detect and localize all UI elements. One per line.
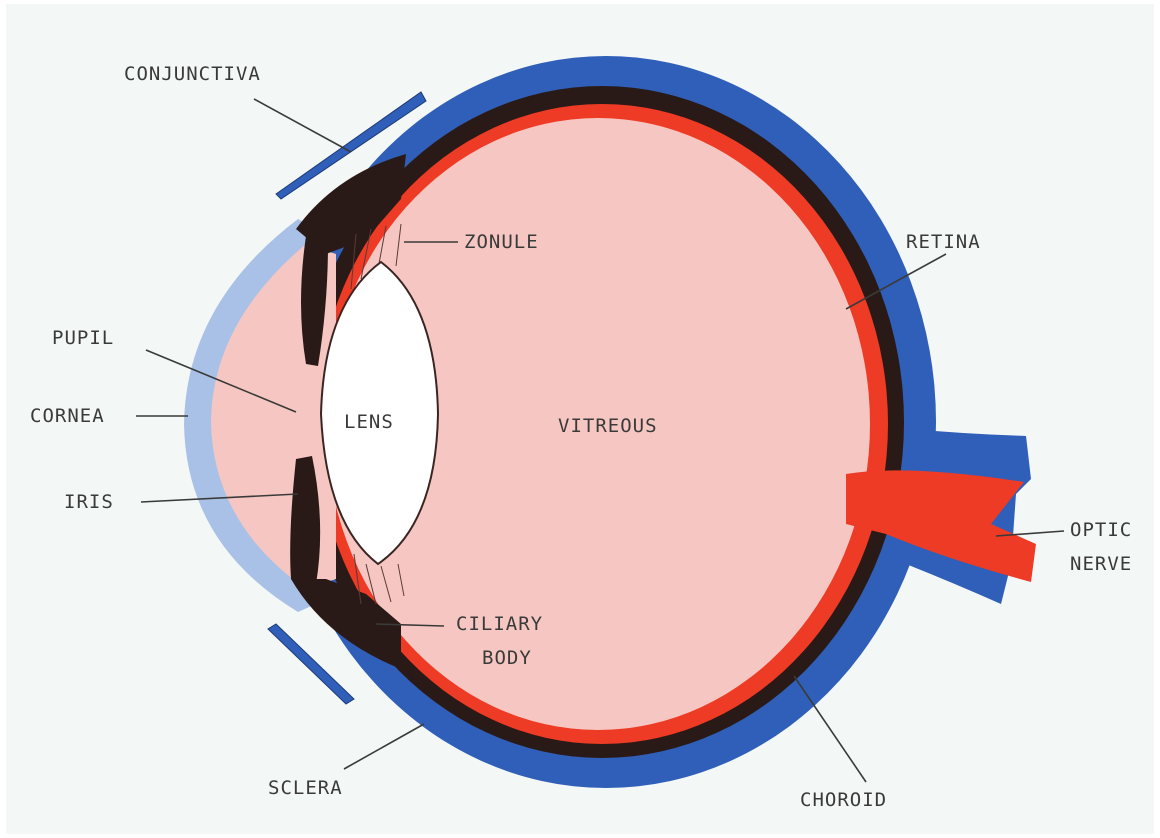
- leader-sclera: [344, 724, 424, 769]
- label-vitreous: VITREOUS: [558, 414, 658, 438]
- label-iris: IRIS: [64, 490, 114, 514]
- label-body: BODY: [482, 646, 532, 670]
- label-optic: OPTIC: [1070, 518, 1132, 542]
- label-choroid: CHOROID: [800, 788, 887, 812]
- label-zonule: ZONULE: [464, 230, 539, 254]
- diagram-frame: CONJUNCTIVA ZONULE RETINA PUPIL CORNEA L…: [6, 4, 1154, 834]
- label-conjunctiva: CONJUNCTIVA: [124, 62, 261, 86]
- leader-choroid: [794, 676, 866, 782]
- label-sclera: SCLERA: [268, 776, 343, 800]
- leader-conjunctiva: [254, 99, 351, 152]
- label-lens: LENS: [344, 410, 394, 434]
- label-cornea: CORNEA: [30, 404, 105, 428]
- label-ciliary: CILIARY: [456, 612, 543, 636]
- label-nerve: NERVE: [1070, 552, 1132, 576]
- label-pupil: PUPIL: [52, 326, 114, 350]
- label-retina: RETINA: [906, 230, 981, 254]
